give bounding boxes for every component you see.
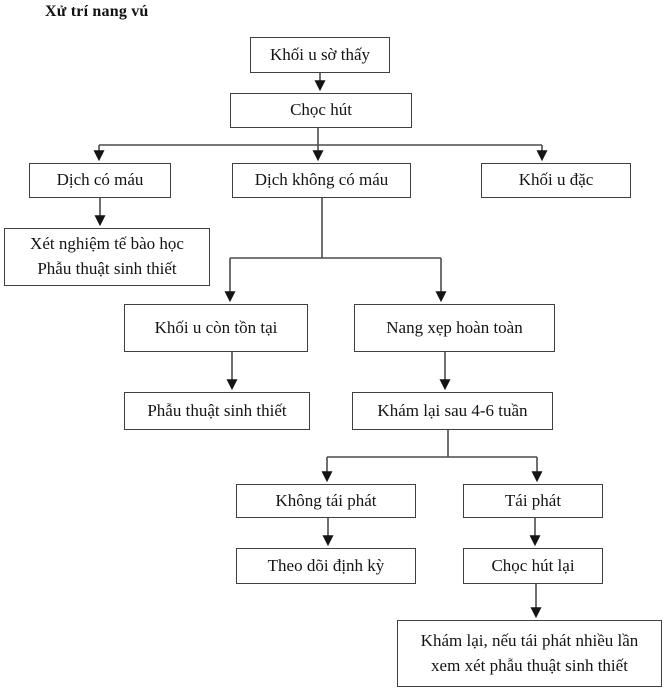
node-re-aspiration: Chọc hút lại (463, 548, 603, 584)
node-periodic-followup: Theo dõi định kỳ (236, 548, 416, 584)
node-surgical-biopsy: Phẫu thuật sinh thiết (124, 392, 310, 430)
node-solid-mass: Khối u đặc (481, 163, 631, 198)
node-non-bloody-fluid: Dịch không có máu (232, 163, 411, 198)
node-cytology-biopsy: Xét nghiệm tế bào học Phẫu thuật sinh th… (4, 228, 210, 286)
node-recheck-4-6-weeks: Khám lại sau 4-6 tuần (352, 392, 553, 430)
node-no-recurrence: Không tái phát (236, 484, 416, 518)
node-residual-mass: Khối u còn tồn tại (124, 304, 308, 352)
node-recheck-consider-biopsy: Khám lại, nếu tái phát nhiều lần xem xét… (397, 620, 662, 687)
node-palpable-mass: Khối u sờ thấy (250, 37, 390, 73)
node-cyst-collapsed: Nang xẹp hoàn toàn (354, 304, 555, 352)
node-recurrence: Tái phát (463, 484, 603, 518)
page-title: Xử trí nang vú (45, 3, 149, 20)
node-aspiration: Chọc hút (230, 93, 412, 128)
node-bloody-fluid: Dịch có máu (29, 163, 171, 198)
